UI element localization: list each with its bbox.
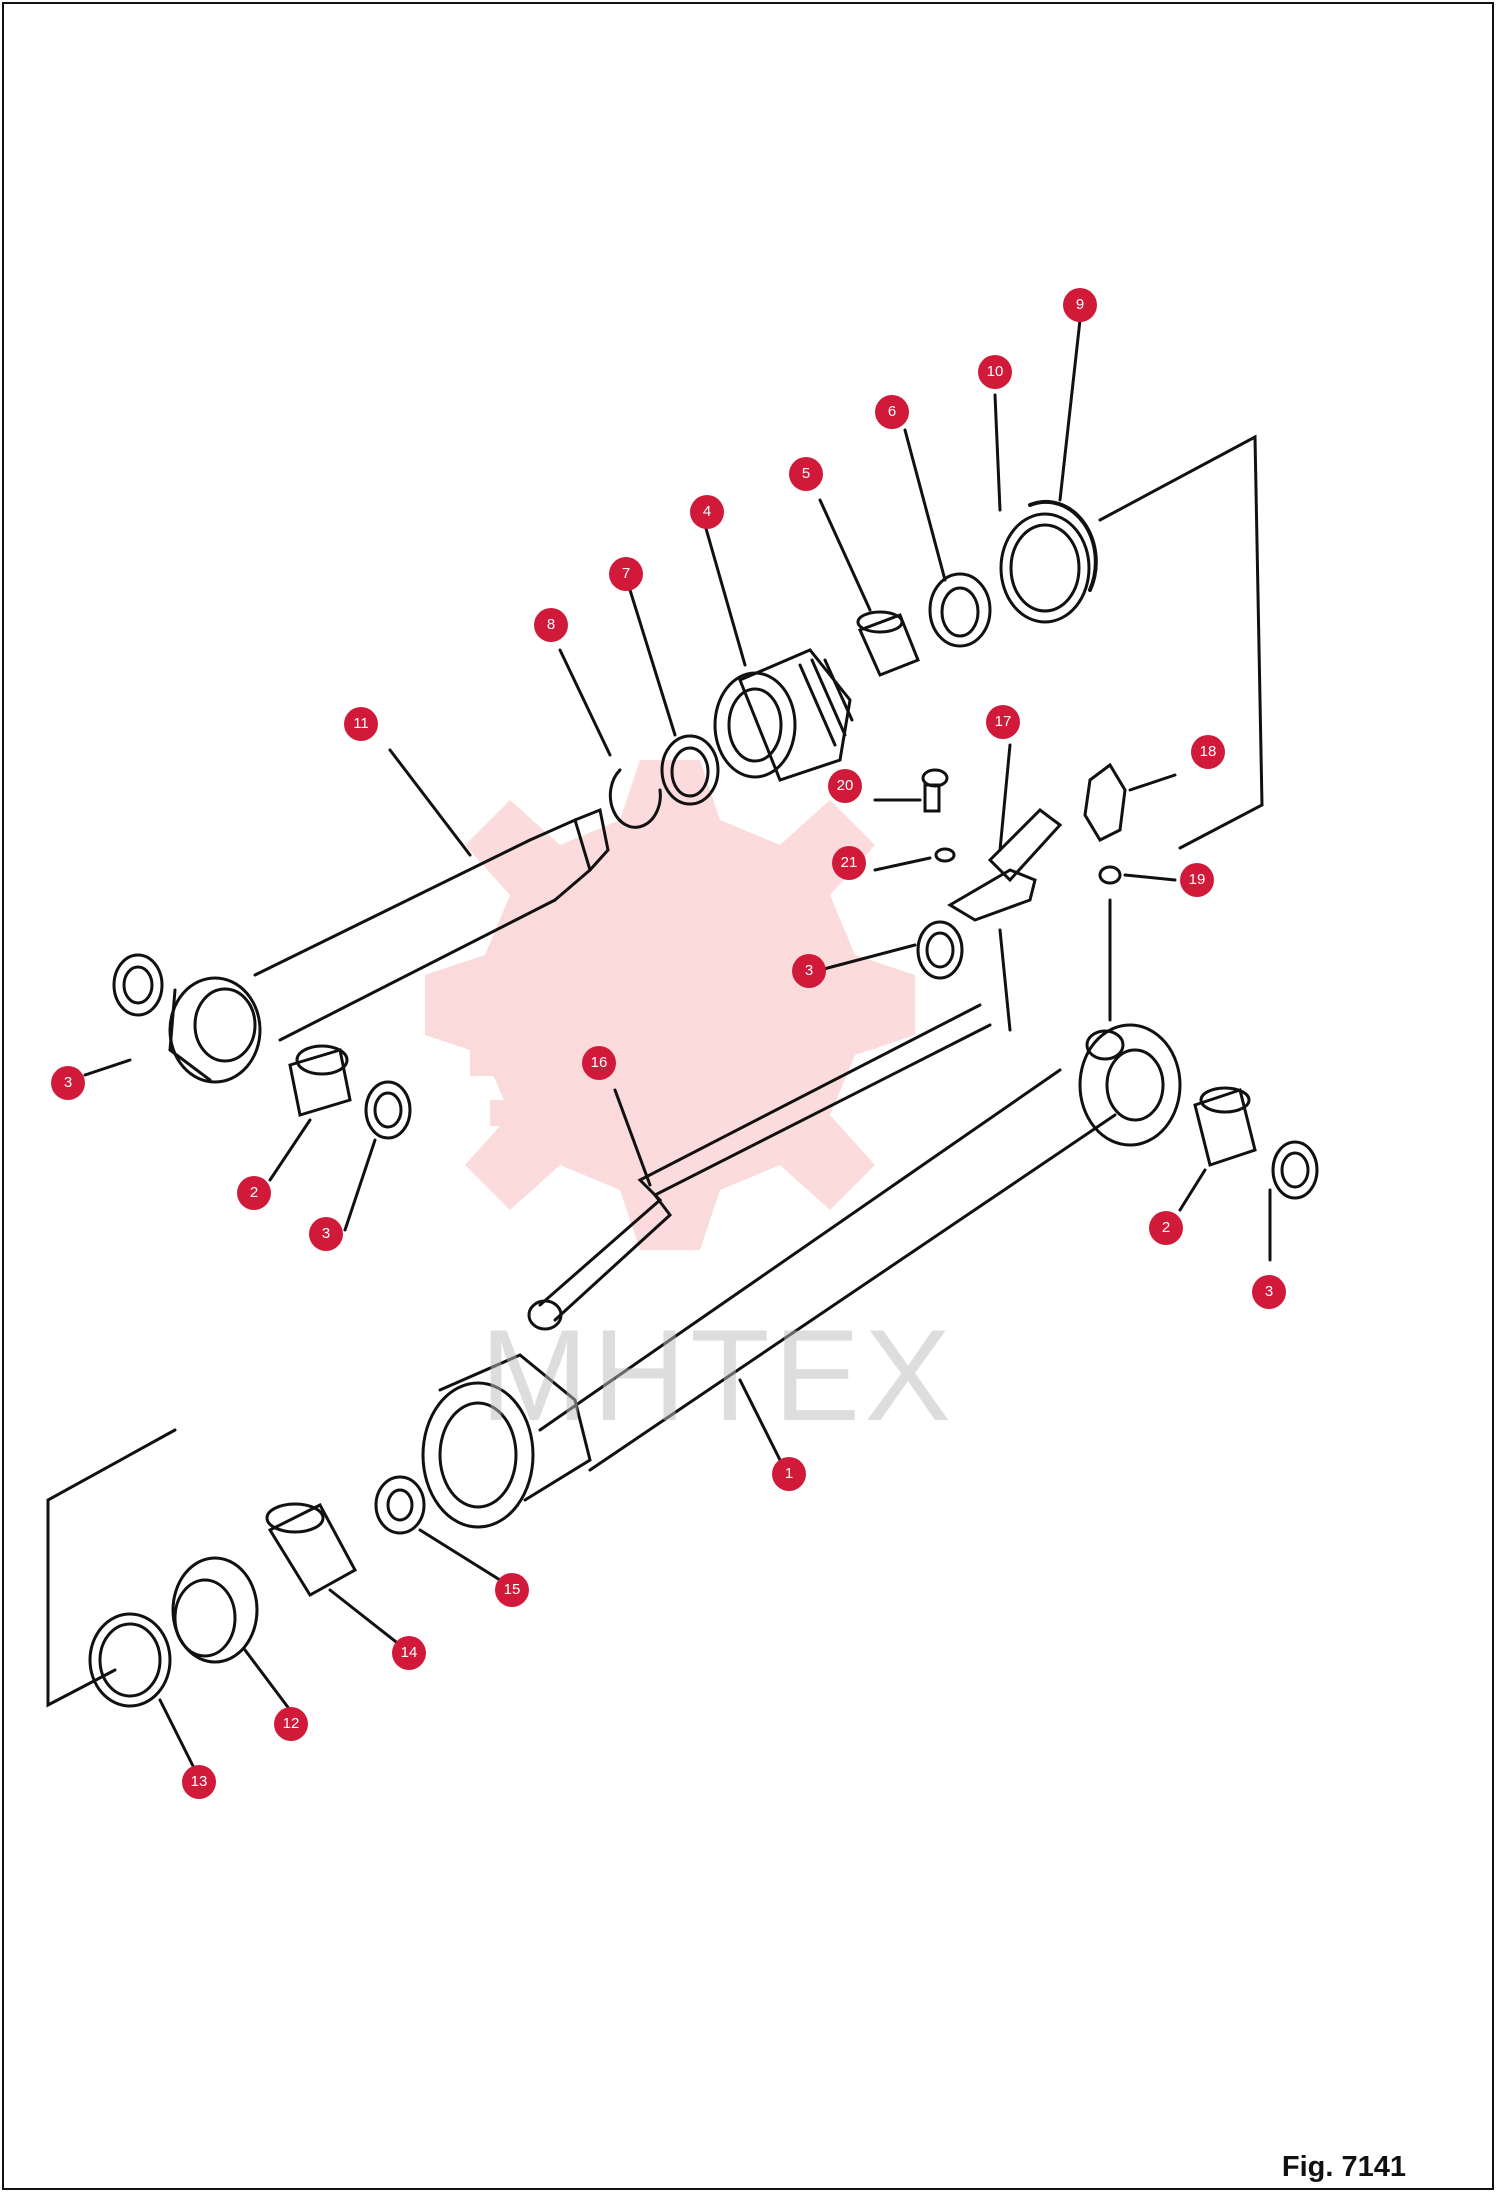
callout-19[interactable]: 19 bbox=[1180, 863, 1214, 897]
part-3-left-top bbox=[112, 953, 164, 1017]
callout-3-center[interactable]: 3 bbox=[792, 954, 826, 988]
callout-12[interactable]: 12 bbox=[274, 1707, 308, 1741]
callout-15[interactable]: 15 bbox=[495, 1573, 529, 1607]
part-14 bbox=[267, 1503, 358, 1598]
part-6 bbox=[928, 572, 992, 648]
callout-9[interactable]: 9 bbox=[1063, 288, 1097, 322]
part-16-tube bbox=[527, 1003, 992, 1331]
watermark-gear bbox=[425, 760, 915, 1250]
part-8 bbox=[608, 768, 662, 829]
part-3-center bbox=[916, 920, 964, 980]
callout-3-left-bottom[interactable]: 3 bbox=[309, 1217, 343, 1251]
callout-16[interactable]: 16 bbox=[582, 1046, 616, 1080]
part-5 bbox=[857, 613, 920, 677]
callout-6[interactable]: 6 bbox=[875, 395, 909, 429]
callout-21[interactable]: 21 bbox=[832, 846, 866, 880]
callout-8[interactable]: 8 bbox=[534, 608, 568, 642]
part-18 bbox=[1083, 762, 1127, 842]
part-3-right bbox=[1271, 1140, 1319, 1200]
part-4-gland bbox=[713, 648, 854, 782]
part-10 bbox=[999, 512, 1091, 624]
callout-7[interactable]: 7 bbox=[609, 557, 643, 591]
part-2-left bbox=[288, 1048, 352, 1117]
part-7 bbox=[660, 734, 720, 806]
part-9 bbox=[1028, 499, 1098, 592]
callout-13[interactable]: 13 bbox=[182, 1765, 216, 1799]
part-3-left-mid bbox=[364, 1080, 412, 1140]
watermark-text: МНТЕХ bbox=[480, 1302, 955, 1448]
part-12 bbox=[171, 1556, 259, 1664]
figure-label: Fig. 7141 bbox=[1281, 2151, 1406, 2183]
part-20 bbox=[923, 783, 941, 813]
callout-4[interactable]: 4 bbox=[690, 495, 724, 529]
callout-3-left-top[interactable]: 3 bbox=[51, 1066, 85, 1100]
callout-17[interactable]: 17 bbox=[986, 705, 1020, 739]
callout-3-right[interactable]: 3 bbox=[1252, 1275, 1286, 1309]
callout-20[interactable]: 20 bbox=[828, 769, 862, 803]
callout-10[interactable]: 10 bbox=[978, 355, 1012, 389]
callout-2-right[interactable]: 2 bbox=[1149, 1211, 1183, 1245]
bracket-line-bottom bbox=[46, 1428, 177, 1708]
part-11-rod bbox=[168, 807, 610, 1084]
part-15 bbox=[374, 1475, 426, 1535]
callout-2-left[interactable]: 2 bbox=[237, 1176, 271, 1210]
callout-14[interactable]: 14 bbox=[392, 1636, 426, 1670]
callout-11[interactable]: 11 bbox=[344, 707, 378, 741]
callout-18[interactable]: 18 bbox=[1191, 735, 1225, 769]
part-13 bbox=[88, 1612, 172, 1708]
part-19 bbox=[1098, 865, 1122, 885]
part-1-cylinder bbox=[421, 1023, 1182, 1529]
callout-5[interactable]: 5 bbox=[789, 457, 823, 491]
part-21 bbox=[934, 847, 956, 863]
callout-1[interactable]: 1 bbox=[772, 1457, 806, 1491]
part-2-right bbox=[1193, 1088, 1257, 1167]
bracket-line-top bbox=[1098, 434, 1264, 850]
